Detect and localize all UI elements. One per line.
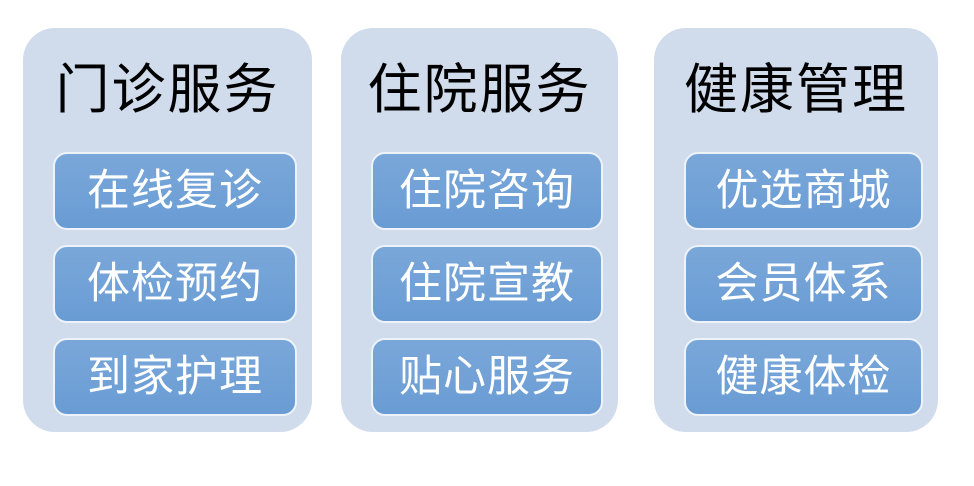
- button-preferred-mall[interactable]: 优选商城: [684, 152, 923, 230]
- panel-outpatient-services: 门诊服务 在线复诊 体检预约 到家护理: [23, 28, 312, 432]
- panel-health-management: 健康管理 优选商城 会员体系 健康体检: [654, 28, 938, 432]
- panel-title-inpatient-services: 住院服务: [367, 60, 592, 120]
- button-inpatient-consultation[interactable]: 住院咨询: [371, 152, 603, 230]
- button-health-checkup[interactable]: 健康体检: [684, 338, 923, 416]
- panel-title-health-management: 健康管理: [684, 60, 908, 120]
- button-home-care[interactable]: 到家护理: [53, 338, 297, 416]
- panel-inpatient-services: 住院服务 住院咨询 住院宣教 贴心服务: [341, 28, 618, 432]
- button-caring-service[interactable]: 贴心服务: [371, 338, 603, 416]
- button-online-followup[interactable]: 在线复诊: [53, 152, 297, 230]
- button-checkup-appointment[interactable]: 体检预约: [53, 245, 297, 323]
- button-membership-system[interactable]: 会员体系: [684, 245, 923, 323]
- panel-title-outpatient-services: 门诊服务: [55, 60, 280, 120]
- button-inpatient-education[interactable]: 住院宣教: [371, 245, 603, 323]
